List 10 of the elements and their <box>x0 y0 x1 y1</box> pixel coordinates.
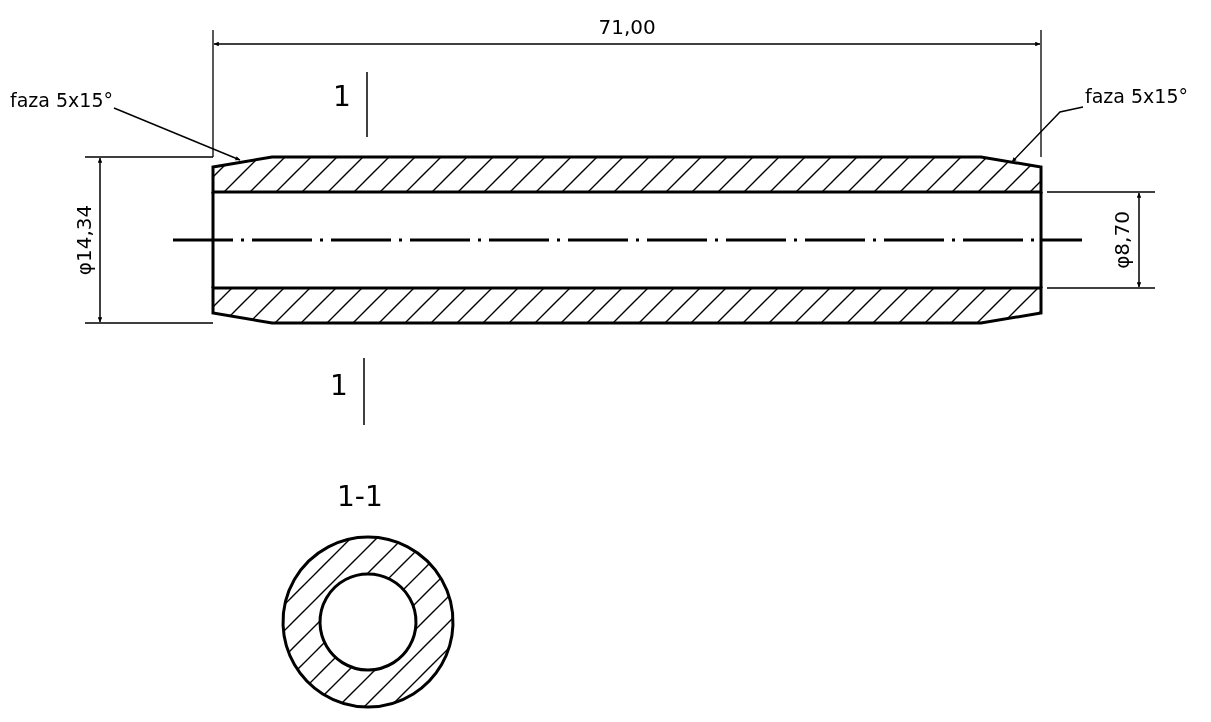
callout-text: faza 5x15° <box>1085 85 1188 107</box>
leader-line <box>1011 106 1084 163</box>
section-number: 1 <box>330 372 348 400</box>
leader-line <box>113 107 241 161</box>
section-title: 1-1 <box>337 483 383 511</box>
dimension-value: φ8,70 <box>1111 211 1132 269</box>
dimension-value: φ14,34 <box>74 204 95 276</box>
dimension-value: 71,00 <box>598 17 656 37</box>
callout-text: faza 5x15° <box>10 89 113 111</box>
section-number: 1 <box>333 83 351 111</box>
